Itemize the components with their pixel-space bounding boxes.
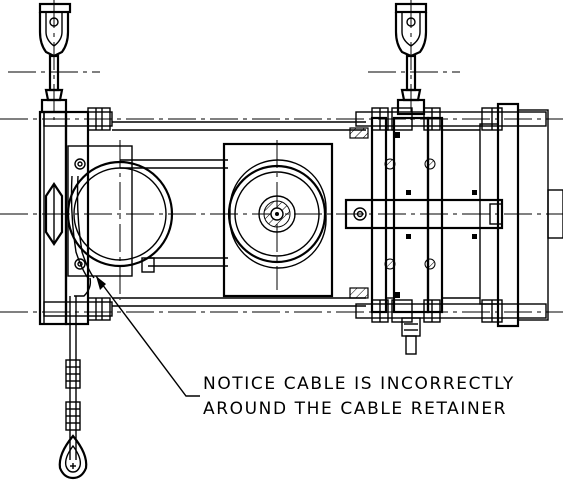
belt [120,159,228,267]
tie-rods [43,107,366,321]
leader-line [95,275,200,397]
hoist-cable [58,175,95,480]
hatched-blocks [349,127,369,299]
right-top-bolts [355,107,547,131]
centerlines [0,0,563,313]
cross-shaft [344,198,504,230]
left-clevis-shackle [38,2,72,114]
right-clevis-shackle [394,2,428,116]
note-line-2: AROUND THE CABLE RETAINER [203,399,507,419]
bolt-heads [384,132,477,298]
left-end-plate [38,110,90,326]
note-line-1: NOTICE CABLE IS INCORRECTLY [203,374,515,394]
bottom-threaded-stub [401,317,421,355]
gearbox [222,142,334,298]
right-frame [370,102,563,328]
